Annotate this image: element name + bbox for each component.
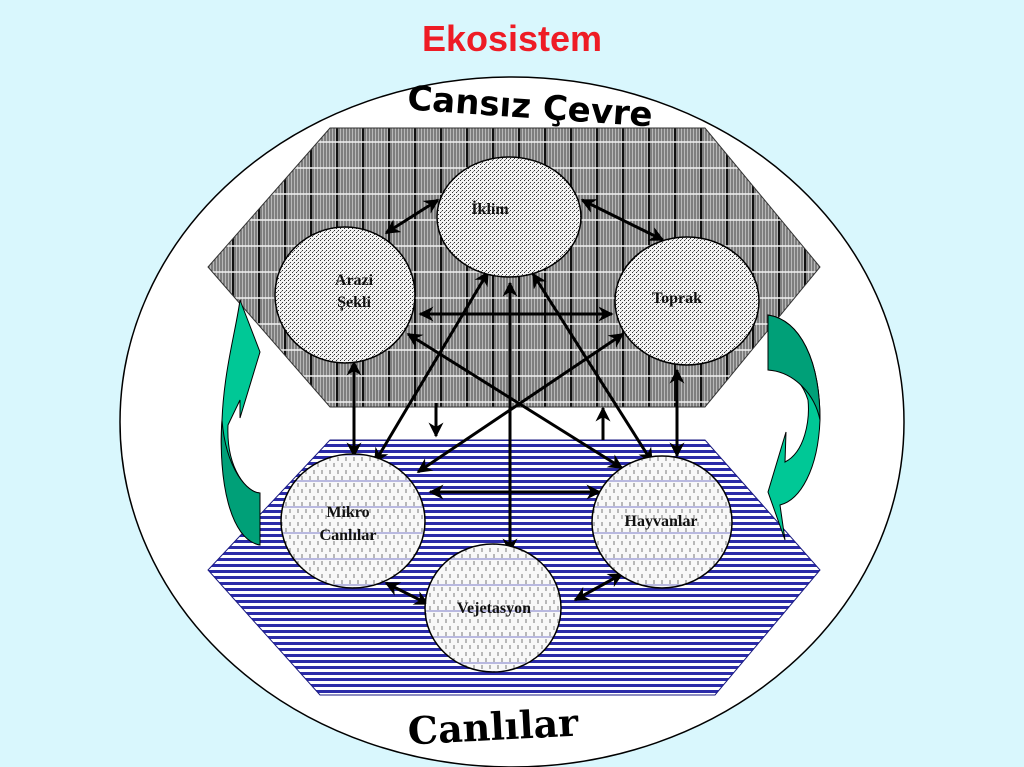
node-mikro-label-line2: Canlılar bbox=[320, 527, 377, 544]
node-hayvanlar-label: Hayvanlar bbox=[625, 513, 698, 530]
arrow-arazi-iklim bbox=[384, 198, 440, 235]
cycle-arrow-right-icon bbox=[767, 314, 821, 541]
arrow-vejetasyon-hayvanlar bbox=[573, 572, 624, 602]
cycle-arrow-left-icon bbox=[220, 299, 261, 546]
biotic-zone-label: Canlılar bbox=[407, 700, 581, 754]
slide-title: Ekosistem bbox=[421, 18, 603, 59]
node-toprak-label: Toprak bbox=[652, 290, 702, 307]
node-arazi-sekli[interactable]: Arazi Şekli bbox=[274, 226, 416, 364]
node-mikro-canlilar[interactable]: Mikro Canlılar bbox=[280, 453, 426, 589]
arrow-toprak-mikro bbox=[416, 332, 625, 474]
node-iklim-label: İklim bbox=[471, 199, 509, 218]
node-vejetasyon[interactable]: Vejetasyon bbox=[424, 543, 562, 673]
node-arazi-label-line2: Şekli bbox=[337, 294, 371, 311]
node-hayvanlar[interactable]: Hayvanlar bbox=[591, 455, 733, 589]
node-toprak[interactable]: Toprak bbox=[614, 236, 760, 366]
node-mikro-label-line1: Mikro bbox=[326, 504, 369, 521]
arrow-mikro-vejetasyon bbox=[384, 581, 430, 606]
node-iklim[interactable]: İklim bbox=[436, 156, 582, 278]
node-vejetasyon-label: Vejetasyon bbox=[457, 600, 531, 617]
connections bbox=[346, 198, 685, 606]
node-arazi-label-line1: Arazi bbox=[335, 272, 374, 289]
arrow-iklim-toprak bbox=[580, 198, 665, 242]
